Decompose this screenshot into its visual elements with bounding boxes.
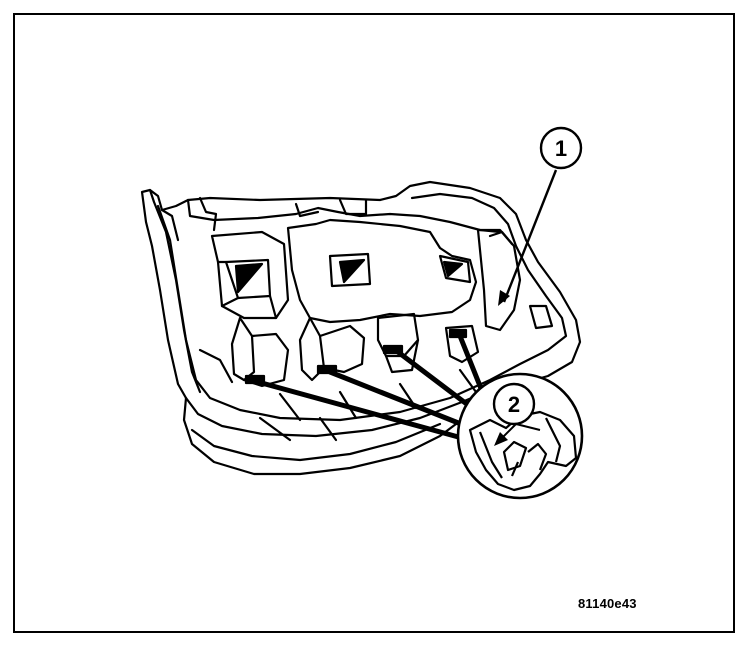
panel-bottom-lip bbox=[184, 384, 502, 438]
figure-id: 81140e43 bbox=[578, 596, 637, 611]
clip-slot-2 bbox=[316, 364, 338, 375]
clip-slot-3 bbox=[382, 344, 404, 355]
callout-2-number: 2 bbox=[508, 392, 520, 417]
mounting-tower-left bbox=[230, 316, 256, 382]
top-inner-edge bbox=[186, 198, 502, 234]
panel-outer-shell bbox=[140, 180, 582, 476]
panel-inner-rim bbox=[156, 192, 568, 422]
callout-2: 2 bbox=[492, 382, 536, 426]
figure-frame bbox=[13, 13, 735, 633]
clip-slot-1 bbox=[244, 374, 266, 385]
callout-2-leaders bbox=[255, 333, 487, 441]
center-raised-section bbox=[286, 218, 478, 324]
clip-detail-view bbox=[456, 372, 584, 500]
callout-1-leader bbox=[502, 169, 558, 303]
callout-1: 1 bbox=[539, 126, 583, 170]
left-flange bbox=[148, 188, 202, 394]
callout-1-number: 1 bbox=[555, 136, 567, 161]
